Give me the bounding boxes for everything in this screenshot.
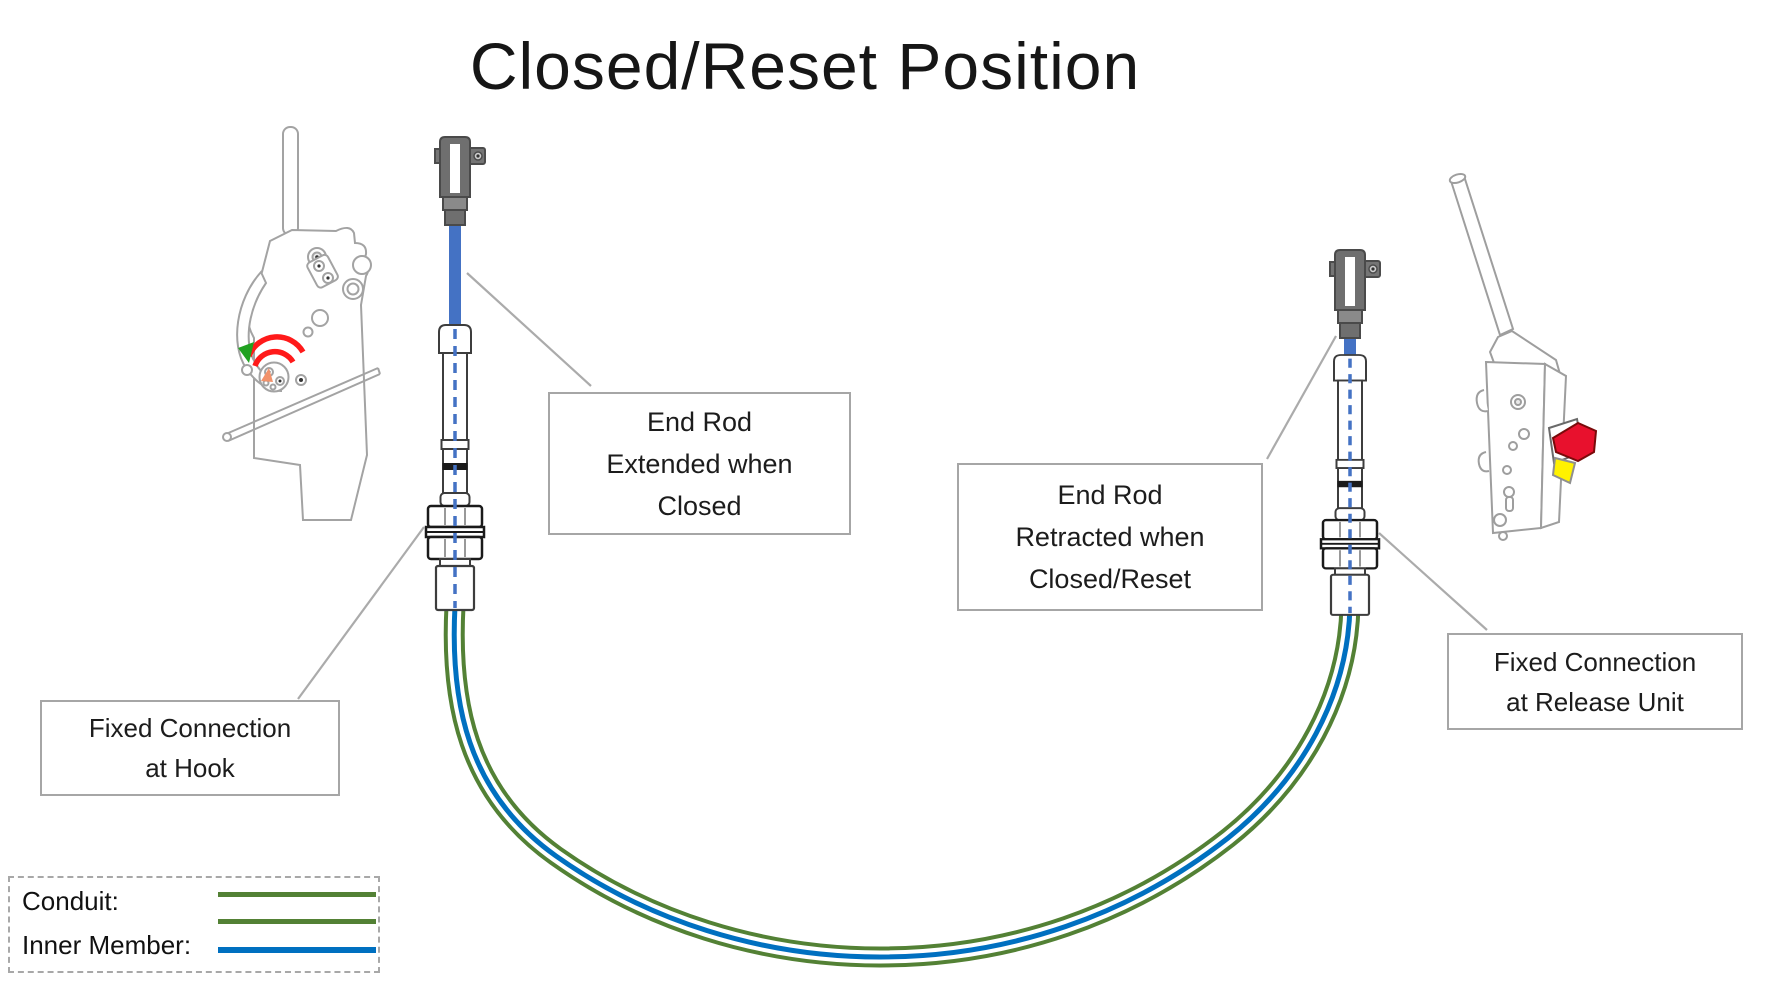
leader-fixed-hook (297, 526, 425, 700)
leader-fixed-release (1378, 532, 1488, 631)
callout-end-rod-extended: End Rod Extended when Closed (548, 392, 851, 535)
release-unit-drawing (1448, 172, 1598, 541)
leader-lines (297, 272, 1488, 700)
right-fitting-body (1319, 353, 1381, 617)
right-clevis (1329, 249, 1381, 339)
legend-box: Conduit: Inner Member: (8, 876, 380, 973)
hook-cross-bar (225, 367, 379, 435)
reset-direction-arc-inner (252, 348, 296, 368)
legend-conduit-swatch-top (218, 892, 376, 897)
hook-mechanism-drawing (222, 126, 381, 521)
hook-handle-rod (282, 126, 299, 236)
cable-assembly (454, 606, 1350, 957)
release-handle-red (1551, 421, 1598, 463)
leader-end-rod-retracted (1266, 335, 1337, 460)
leader-end-rod-extended (466, 272, 592, 387)
reset-arrowhead-icon (238, 342, 254, 363)
release-lever-tube (1449, 174, 1515, 337)
reset-direction-arc-outer (246, 334, 306, 358)
callout-fixed-connection-release: Fixed Connection at Release Unit (1447, 633, 1743, 730)
legend-conduit-label: Conduit: (22, 886, 119, 916)
callout-fixed-connection-hook: Fixed Connection at Hook (40, 700, 340, 796)
legend-inner-member-label: Inner Member: (22, 930, 192, 960)
hook-pivot-pin (241, 364, 253, 376)
legend-conduit-swatch-bottom (218, 919, 376, 924)
left-clevis (434, 136, 486, 226)
page-title: Closed/Reset Position (469, 29, 1141, 103)
conduit-outline (454, 606, 1350, 957)
release-handle-yellow (1551, 456, 1577, 485)
left-fitting-body (424, 323, 486, 612)
orange-pointer-icon (261, 368, 273, 382)
left-end-rod (449, 222, 461, 328)
callout-end-rod-retracted: End Rod Retracted when Closed/Reset (957, 463, 1263, 611)
right-cable-end (1319, 249, 1381, 617)
legend-inner-member-swatch (218, 947, 376, 953)
right-end-rod (1344, 335, 1356, 359)
left-cable-end (424, 136, 486, 612)
inner-member-line (454, 606, 1350, 957)
